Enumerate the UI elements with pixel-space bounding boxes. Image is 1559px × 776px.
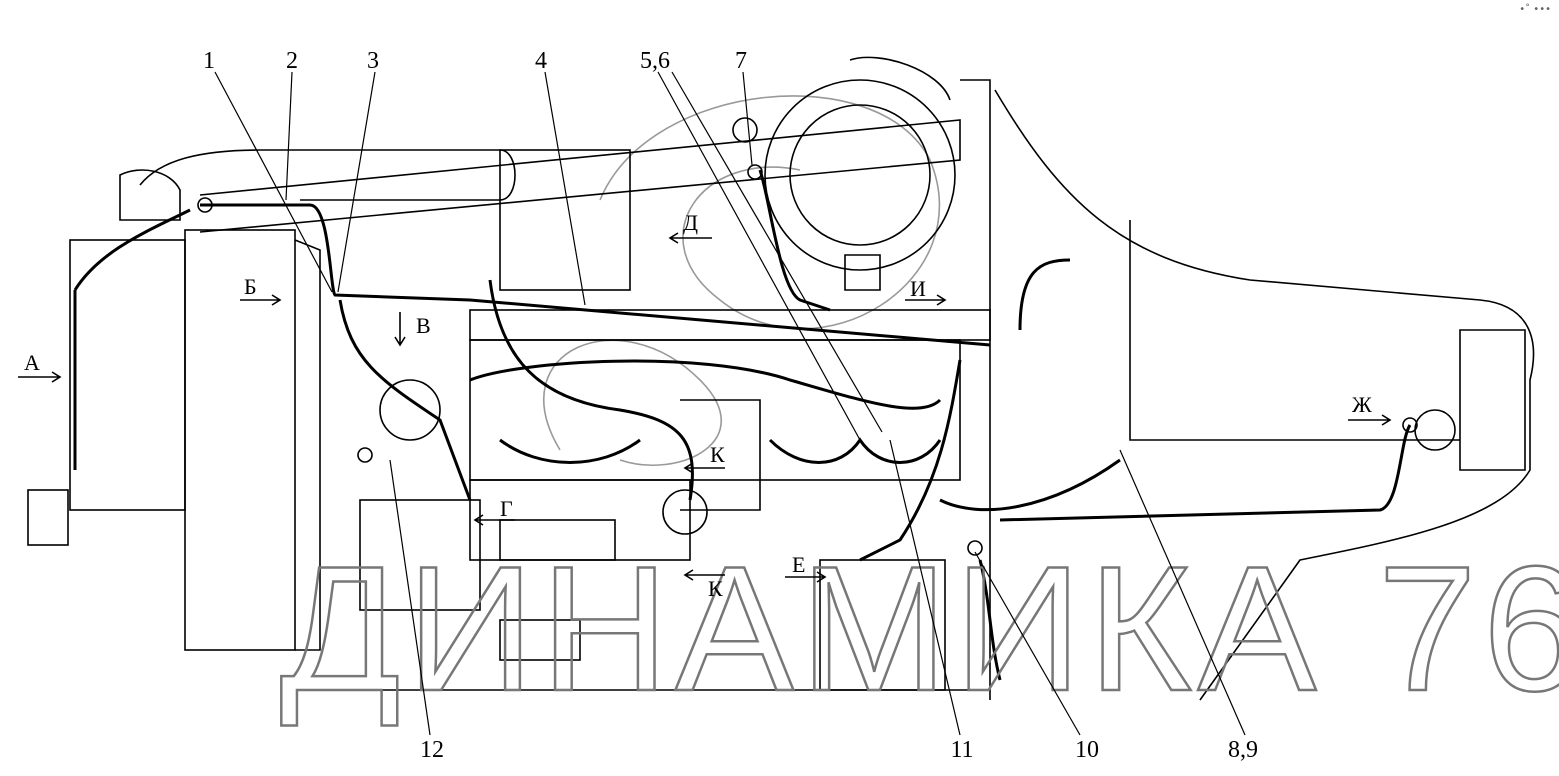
view-letter-g: Г xyxy=(500,496,513,521)
callout-5-6: 5,6 xyxy=(640,48,670,74)
view-letter-zh: Ж xyxy=(1352,392,1372,417)
view-letter-k-lower: К xyxy=(708,576,723,601)
arrow-left-icon xyxy=(683,569,725,581)
arrow-right-icon xyxy=(905,294,947,306)
arrow-right-icon xyxy=(785,571,827,583)
callout-4: 4 xyxy=(535,48,547,74)
watermark-text: ДИНАМИКА 76 xyxy=(280,529,1559,728)
callout-7: 7 xyxy=(735,48,747,74)
view-letter-a: А xyxy=(24,350,40,375)
view-letter-d: Д xyxy=(683,210,698,235)
air-duct xyxy=(139,119,961,233)
callouts: 1 2 3 4 5,6 7 12 11 10 8,9 xyxy=(203,48,1258,763)
arrow-right-icon xyxy=(240,294,282,306)
leader-lines xyxy=(214,71,1246,736)
arrow-left-icon xyxy=(683,462,725,474)
callout-8-9: 8,9 xyxy=(1228,737,1258,763)
arrow-left-icon xyxy=(668,232,712,244)
arrow-down-icon xyxy=(394,312,406,347)
view-letter-e: Е xyxy=(792,552,805,577)
view-letter-v: В xyxy=(416,313,431,338)
arrow-left-icon xyxy=(473,514,515,526)
view-letter-i: И xyxy=(910,276,926,301)
callout-3: 3 xyxy=(367,48,379,74)
radiator xyxy=(27,169,321,651)
arrow-right-icon xyxy=(18,371,62,383)
corner-menu-icon[interactable]: •˚ ••• xyxy=(1519,4,1551,15)
background-swirl xyxy=(543,95,941,466)
callout-1: 1 xyxy=(203,48,215,74)
wiring-harness xyxy=(73,117,1418,681)
callout-12: 12 xyxy=(420,737,444,763)
arrow-right-icon xyxy=(1348,414,1392,426)
view-letter-b: Б xyxy=(244,274,257,299)
view-markers: А Б В Г Д Е Ж И К К xyxy=(18,210,1392,601)
air-filter xyxy=(764,56,956,291)
view-letter-k-upper: К xyxy=(710,442,725,467)
callout-11: 11 xyxy=(950,737,973,763)
engine-block xyxy=(320,149,991,691)
callout-10: 10 xyxy=(1075,737,1099,763)
callout-2: 2 xyxy=(286,48,298,74)
